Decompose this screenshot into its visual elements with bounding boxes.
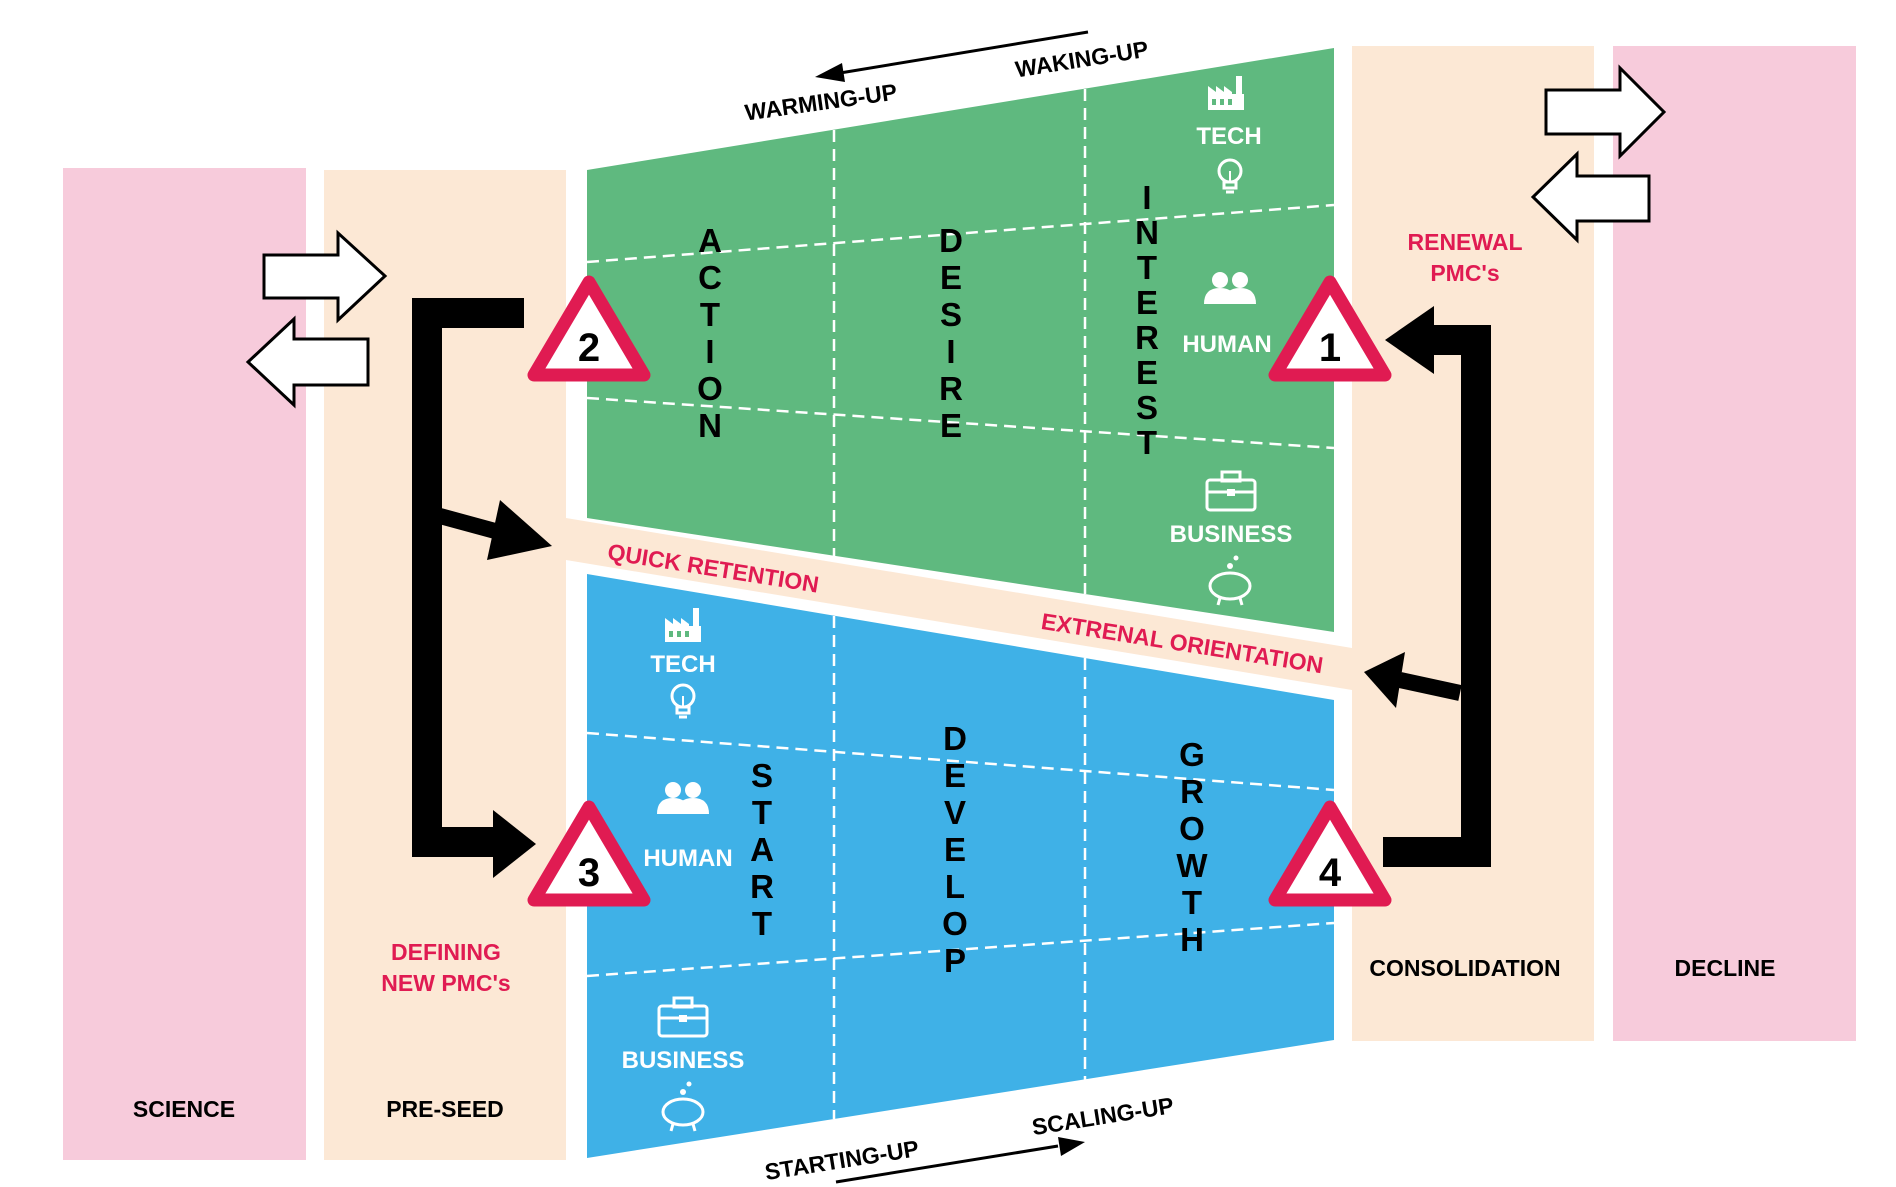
- pre-seed-label: PRE-SEED: [386, 1096, 504, 1122]
- waking-up-label: WAKING-UP: [1013, 36, 1150, 83]
- green-business-label: BUSINESS: [1170, 521, 1293, 548]
- left-hollow-arrow-icon: [1530, 150, 1651, 244]
- renewal-label: RENEWAL: [1408, 229, 1523, 255]
- right-branch-arrowhead: [1364, 652, 1405, 708]
- new-pmc-label: NEW PMC's: [381, 970, 510, 996]
- decline-label: DECLINE: [1675, 955, 1776, 981]
- warning-triangle-2: 2: [527, 275, 651, 382]
- blue-grid: [586, 616, 1335, 1119]
- right-bracket-arrow: [1383, 325, 1491, 867]
- blue-human-label: HUMAN: [643, 845, 732, 872]
- left-branch-arrowhead: [487, 500, 552, 560]
- warning-number-3: 3: [578, 851, 600, 895]
- green-grid: [586, 89, 1335, 594]
- bottom-arrow-head: [1058, 1137, 1085, 1156]
- decline-column: [1613, 46, 1856, 1041]
- scaling-up-label: SCALING-UP: [1030, 1092, 1175, 1140]
- warning-number-1: 1: [1319, 326, 1341, 370]
- left-hollow-arrow-icon: [245, 315, 370, 409]
- retention-band: [566, 518, 1352, 690]
- starting-up-label: STARTING-UP: [763, 1135, 921, 1185]
- science-column: [63, 168, 306, 1160]
- warning-number-2: 2: [578, 326, 600, 370]
- blue-block: [587, 574, 1334, 1158]
- warning-triangle-4: 4: [1268, 800, 1392, 907]
- right-hollow-arrow-icon: [262, 229, 388, 324]
- renewal-pmc-label: PMC's: [1430, 260, 1499, 286]
- pre-seed-column: [324, 170, 566, 1160]
- warning-triangle-1: 1: [1268, 275, 1392, 382]
- science-label: SCIENCE: [133, 1096, 235, 1122]
- blue-tech-label: TECH: [650, 651, 715, 678]
- green-block: [587, 48, 1334, 632]
- top-arrow: [839, 30, 1089, 75]
- right-bracket-arrowhead: [1385, 306, 1434, 374]
- green-tech-label: TECH: [1196, 123, 1261, 150]
- right-branch-arrow: [1398, 672, 1462, 701]
- warming-up-label: WARMING-UP: [743, 79, 898, 126]
- left-bracket-arrowhead: [493, 810, 536, 878]
- left-bracket-arrow: [412, 298, 524, 857]
- bottom-arrow: [835, 1144, 1059, 1184]
- defining-label: DEFINING: [391, 939, 501, 965]
- consolidation-label: CONSOLIDATION: [1369, 955, 1560, 981]
- blue-business-label: BUSINESS: [622, 1047, 745, 1074]
- right-hollow-arrow-icon: [1544, 64, 1667, 160]
- top-arrow-head: [815, 63, 845, 82]
- warning-triangle-3: 3: [527, 800, 651, 907]
- warning-number-4: 4: [1319, 851, 1342, 895]
- green-human-label: HUMAN: [1182, 331, 1271, 358]
